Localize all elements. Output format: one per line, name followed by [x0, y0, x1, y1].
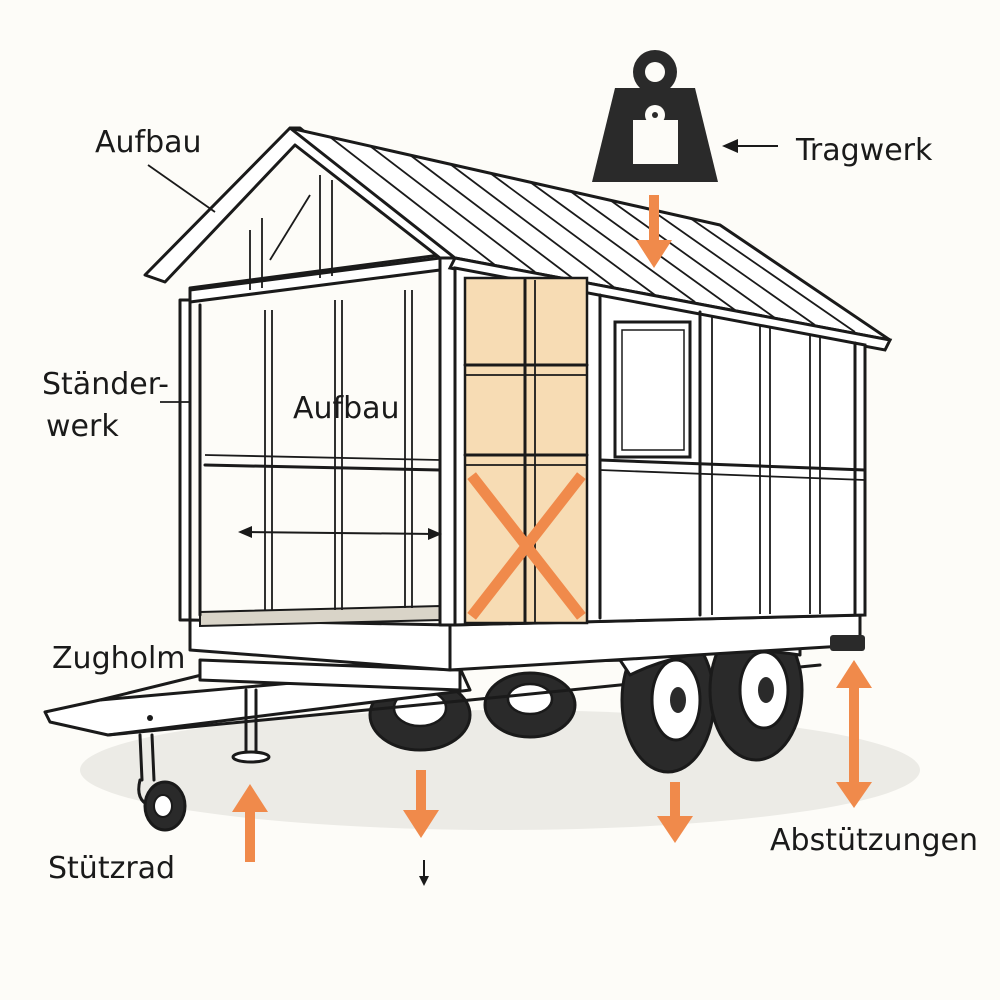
load-arrow-down-mid — [403, 770, 439, 838]
load-arrow-roof — [636, 195, 672, 268]
ground-shadow — [80, 710, 920, 830]
width-arrow — [238, 526, 442, 540]
front-wall-frame — [178, 253, 457, 627]
weight-icon — [592, 50, 718, 182]
support-leg-front — [231, 688, 271, 764]
support-arrow-double — [836, 660, 872, 808]
diagonal-brace-2 — [467, 472, 586, 620]
small-arrow-down — [419, 860, 429, 886]
label-tragwerk: Tragwerk — [795, 133, 933, 168]
label-zugholm: Zugholm — [52, 641, 186, 676]
jockey-wheel — [137, 733, 187, 832]
load-arrow-down-right — [657, 782, 693, 843]
front-wheels — [620, 618, 804, 774]
label-staenderwerk-1: Ständer- — [42, 367, 169, 402]
label-abstuetzungen: Abstützungen — [770, 823, 978, 858]
support-arrow-up-left — [232, 784, 268, 862]
label-aufbau-mid: Aufbau — [293, 391, 400, 426]
house — [143, 126, 893, 672]
label-aufbau-top: Aufbau — [95, 125, 202, 160]
label-stuetzrad: Stützrad — [48, 851, 175, 886]
label-staenderwerk-2: werk — [46, 409, 119, 444]
tragwerk-pointer — [722, 139, 778, 153]
window — [613, 320, 692, 459]
chassis-beam — [198, 658, 462, 692]
aufbau-leader — [147, 164, 216, 213]
trailer — [43, 618, 822, 832]
bracing-panel — [463, 276, 589, 625]
